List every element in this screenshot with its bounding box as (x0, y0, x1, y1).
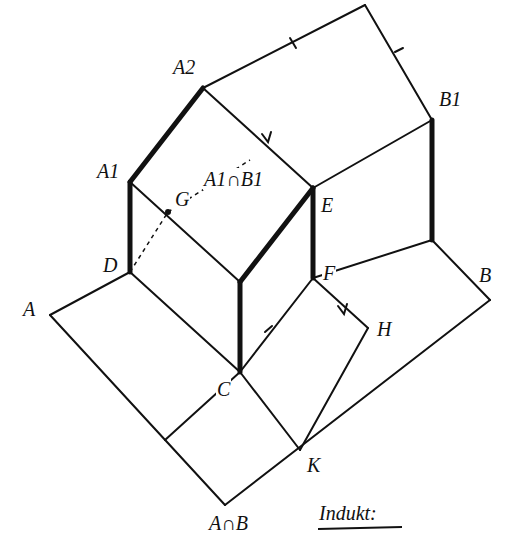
note-text: Indukt: (318, 502, 378, 524)
vertex-label: B1 (438, 88, 462, 110)
vertex-label: B (478, 264, 492, 286)
vertex-label: F (322, 262, 336, 284)
vertex-label: G (174, 188, 190, 210)
vertex-label: E (320, 194, 334, 216)
vertex-label: A∩B (208, 512, 249, 534)
vertex-label: A1 (96, 160, 120, 182)
vertex-label: K (306, 454, 321, 476)
vertex-label: H (376, 318, 392, 340)
vertex-label: D (102, 254, 118, 276)
vertex-label: A (22, 298, 36, 320)
vertex-label: A2 (172, 56, 196, 78)
vertex-label: A1∩B1 (203, 168, 264, 190)
vertex-label: C (216, 378, 231, 400)
